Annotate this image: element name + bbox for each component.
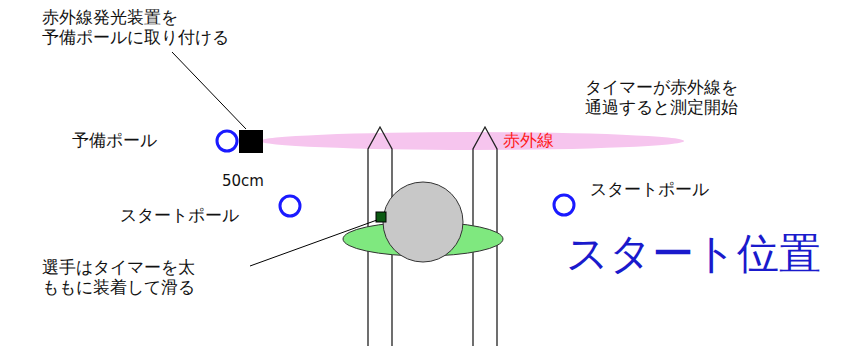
position-title: スタート位置 [566, 230, 821, 278]
dimension: 50cm [222, 173, 264, 190]
timer [376, 212, 386, 222]
leader-line [172, 52, 246, 129]
leader-line [250, 220, 377, 266]
note: 赤外線発光装置を 予備ポールに取り付ける [42, 8, 242, 47]
note: 選手はタイマーを太 ももに装着して滑る [42, 258, 262, 297]
infrared-emitter [239, 130, 263, 153]
skier-head [383, 182, 463, 262]
part-name: スタートポール [120, 206, 239, 226]
part-name: スタートポール [590, 180, 709, 200]
start-pole [280, 196, 300, 216]
note: タイマーが赤外線を 通過すると測定開始 [585, 78, 815, 117]
spare-pole [217, 131, 237, 151]
infrared-beam [260, 132, 684, 150]
start-pole [554, 195, 574, 215]
part-name: 予備ポール [72, 131, 157, 151]
beam-label: 赤外線 [503, 131, 554, 151]
